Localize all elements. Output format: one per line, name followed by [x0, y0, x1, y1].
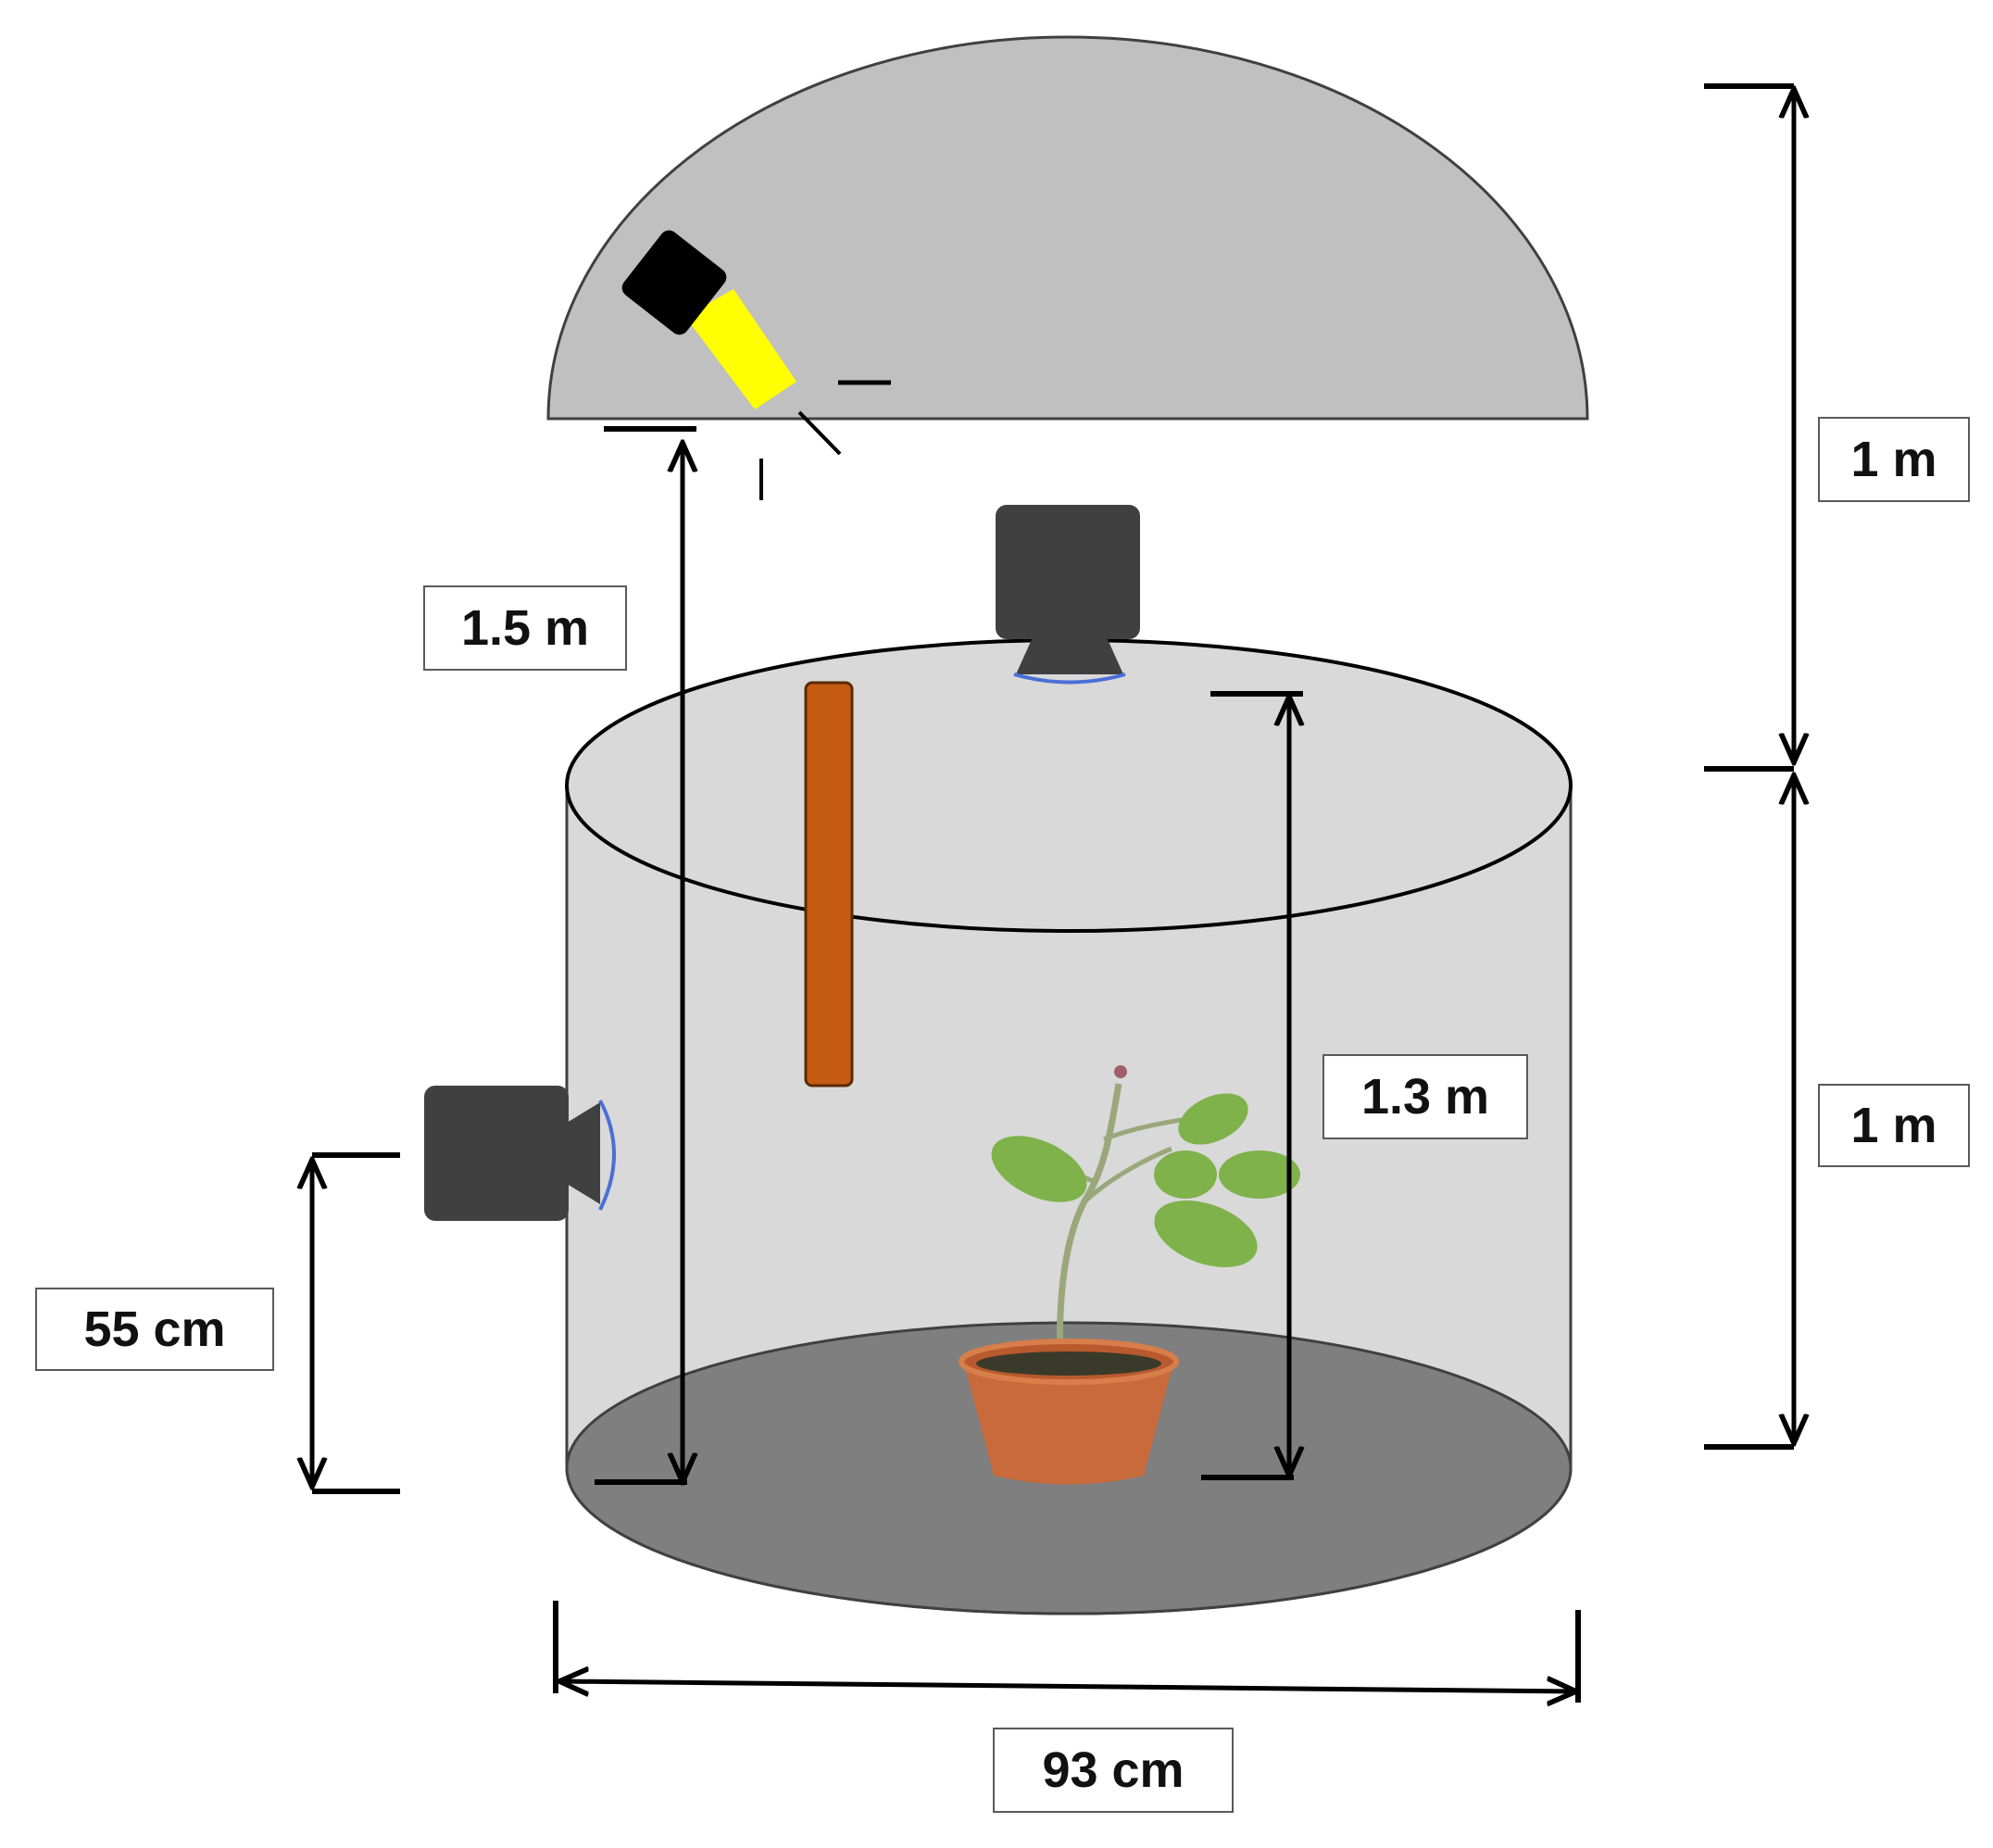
top-camera-body — [996, 505, 1140, 639]
side-camera-lens-ring — [598, 1100, 616, 1211]
plant-stem — [1056, 1083, 1122, 1370]
lamp-head — [621, 230, 727, 335]
plant-branch — [1080, 1146, 1172, 1206]
leaf — [1154, 1150, 1217, 1199]
leaf — [1178, 1093, 1248, 1145]
pot — [963, 1360, 1174, 1485]
dome — [546, 35, 1589, 421]
side-camera-lens — [567, 1102, 600, 1204]
dome-base-mark — [797, 410, 842, 456]
top-camera-lens-ring — [1013, 673, 1126, 685]
label-diameter: 93 cm — [993, 1728, 1234, 1813]
label-55cm: 55 cm — [35, 1288, 274, 1371]
light-bar — [804, 681, 854, 1087]
lamp — [621, 230, 796, 409]
lamp-beam — [685, 289, 796, 409]
leaf — [991, 1136, 1087, 1202]
dim-line-93cm — [559, 1681, 1576, 1691]
top-camera — [996, 505, 1140, 685]
flower-bud — [1114, 1065, 1127, 1078]
top-camera-lens — [1016, 637, 1123, 674]
pot-soil — [976, 1351, 1161, 1376]
label-chamber-height: 1 m — [1818, 1084, 1970, 1167]
side-camera — [424, 1086, 616, 1221]
label-dome-height: 1 m — [1818, 417, 1970, 502]
leaf — [1154, 1200, 1258, 1268]
side-camera-body — [424, 1086, 569, 1221]
label-1-5m: 1.5 m — [423, 585, 627, 671]
label-1-3m: 1.3 m — [1322, 1054, 1528, 1139]
potted-plant — [959, 1065, 1300, 1485]
